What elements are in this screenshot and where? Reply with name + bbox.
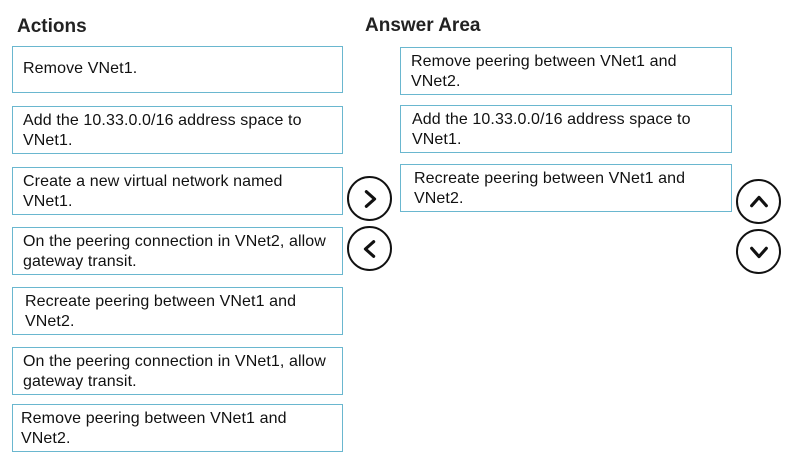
answer-item-label: Add the 10.33.0.0/16 address space to VN…	[412, 111, 691, 148]
action-item-label: Recreate peering between VNet1 and VNet2…	[25, 293, 297, 330]
move-left-button[interactable]	[347, 226, 392, 271]
answer-item-remove-peering[interactable]: Remove peering between VNet1 and VNet2.	[400, 47, 732, 95]
action-item-vnet2-gateway-transit[interactable]: On the peering connection in VNet2, allo…	[12, 227, 343, 275]
answer-item-recreate-peering[interactable]: Recreate peering between VNet1 and VNet2…	[400, 164, 732, 212]
move-down-button[interactable]	[736, 229, 781, 274]
answer-area-heading: Answer Area	[365, 15, 481, 36]
actions-heading: Actions	[17, 16, 87, 37]
chevron-left-icon	[363, 239, 375, 258]
move-up-button[interactable]	[736, 179, 781, 224]
action-item-remove-peering[interactable]: Remove peering between VNet1 and VNet2.	[12, 404, 343, 452]
action-item-remove-vnet1[interactable]: Remove VNet1.	[12, 46, 343, 93]
action-item-recreate-peering[interactable]: Recreate peering between VNet1 and VNet2…	[12, 287, 343, 335]
action-item-label: Add the 10.33.0.0/16 address space to VN…	[23, 112, 302, 149]
answer-item-add-address-space[interactable]: Add the 10.33.0.0/16 address space to VN…	[400, 105, 732, 153]
answer-item-label: Recreate peering between VNet1 and VNet2…	[414, 170, 686, 207]
action-item-vnet1-gateway-transit[interactable]: On the peering connection in VNet1, allo…	[12, 347, 343, 395]
action-item-label: On the peering connection in VNet2, allo…	[23, 233, 326, 270]
action-item-label: Remove VNet1.	[23, 60, 138, 77]
move-right-button[interactable]	[347, 176, 392, 221]
action-item-label: Create a new virtual network named VNet1…	[23, 173, 283, 210]
action-item-create-vnet1[interactable]: Create a new virtual network named VNet1…	[12, 167, 343, 215]
answer-item-label: Remove peering between VNet1 and VNet2.	[411, 53, 677, 90]
action-item-add-address-space[interactable]: Add the 10.33.0.0/16 address space to VN…	[12, 106, 343, 154]
action-item-label: Remove peering between VNet1 and VNet2.	[21, 410, 287, 447]
chevron-up-icon	[749, 195, 768, 207]
chevron-down-icon	[749, 246, 768, 258]
chevron-right-icon	[364, 189, 376, 208]
action-item-label: On the peering connection in VNet1, allo…	[23, 353, 326, 390]
